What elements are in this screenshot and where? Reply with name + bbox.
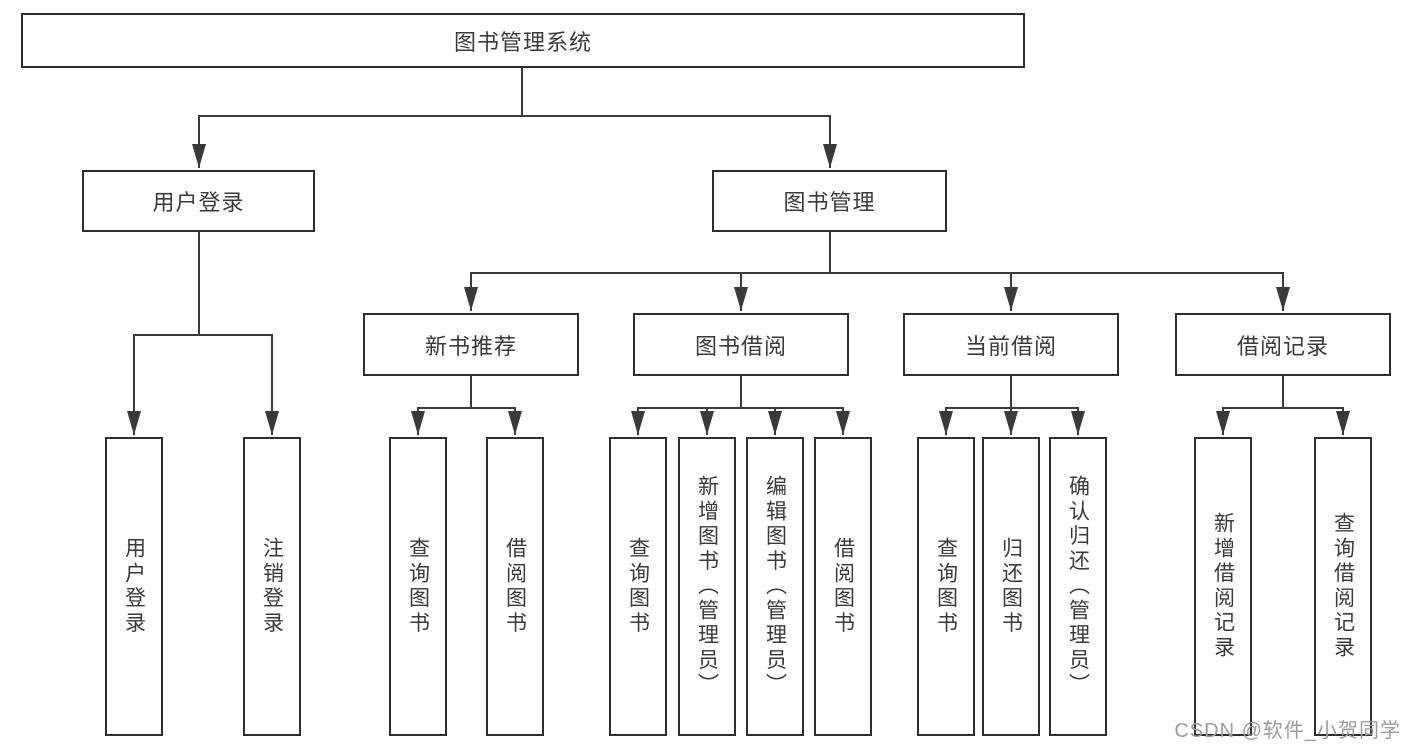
leaf-return-books: 归还图书	[982, 437, 1040, 736]
leaf-add-books-admin: 新增图书（管理员）	[678, 437, 736, 736]
leaf-borrow-books-recommend: 借阅图书	[486, 437, 544, 736]
node-label: 新书推荐	[424, 333, 517, 359]
node-root-library-system: 图书管理系统	[21, 13, 1025, 68]
node-label: 查询借阅记录	[1331, 512, 1355, 661]
leaf-query-books-borrow: 查询图书	[609, 437, 667, 736]
leaf-borrow-books: 借阅图书	[814, 437, 872, 736]
node-book-borrow: 图书借阅	[633, 313, 849, 376]
node-label: 新增图书（管理员）	[695, 474, 719, 699]
node-label: 新增借阅记录	[1211, 512, 1235, 661]
node-borrow-records: 借阅记录	[1175, 313, 1391, 376]
leaf-query-books-current: 查询图书	[917, 437, 975, 736]
node-label: 确认归还（管理员）	[1066, 474, 1090, 699]
node-label: 图书管理	[783, 190, 876, 215]
leaf-confirm-return-admin: 确认归还（管理员）	[1049, 437, 1107, 736]
csdn-watermark: CSDN @软件_小贺同学	[1174, 720, 1401, 742]
node-label: 用户登录	[122, 536, 146, 637]
node-label: 查询图书	[934, 536, 958, 637]
node-label: 借阅记录	[1236, 333, 1329, 359]
node-current-borrow: 当前借阅	[903, 313, 1119, 376]
node-label: 图书借阅	[694, 333, 787, 359]
node-label: 注销登录	[260, 536, 284, 637]
node-label: 查询图书	[406, 536, 430, 637]
node-label: 借阅图书	[503, 536, 527, 637]
node-label: 编辑图书（管理员）	[763, 474, 787, 699]
node-label: 归还图书	[999, 536, 1023, 637]
node-new-book-recommend: 新书推荐	[363, 313, 579, 376]
node-label: 查询图书	[626, 536, 650, 637]
leaf-user-login: 用户登录	[105, 437, 163, 736]
node-label: 图书管理系统	[453, 29, 592, 55]
leaf-query-borrow-record: 查询借阅记录	[1314, 437, 1372, 736]
node-label: 当前借阅	[964, 333, 1057, 359]
leaf-add-borrow-record: 新增借阅记录	[1194, 437, 1252, 736]
node-user-login: 用户登录	[82, 170, 315, 232]
leaf-edit-books-admin: 编辑图书（管理员）	[746, 437, 804, 736]
node-book-management: 图书管理	[712, 170, 947, 232]
leaf-logout: 注销登录	[243, 437, 301, 736]
node-label: 用户登录	[152, 190, 245, 215]
leaf-query-books-recommend: 查询图书	[389, 437, 447, 736]
node-label: 借阅图书	[831, 536, 855, 637]
